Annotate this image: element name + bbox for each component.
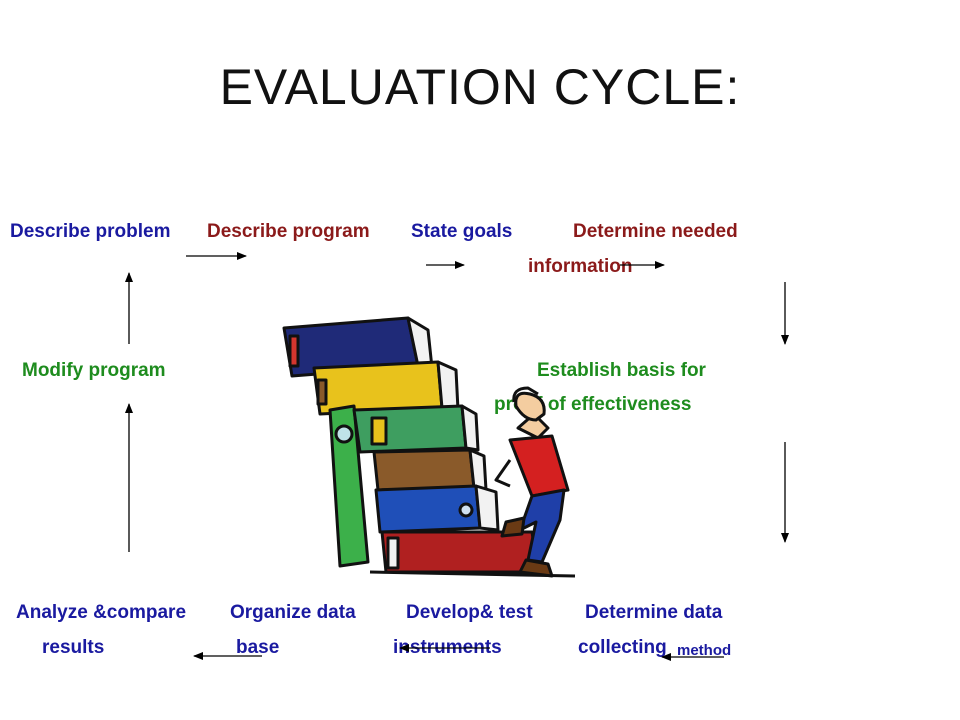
- step-analyze-compare-line2: results: [42, 637, 105, 658]
- step-organize-data: Organize data: [230, 602, 356, 623]
- step-analyze-compare: Analyze &compare: [16, 602, 187, 623]
- step-determine-data-line2: collecting: [578, 637, 667, 658]
- slide-title: EVALUATION CYCLE:: [219, 59, 741, 115]
- step-determine-needed: Determine needed: [573, 221, 738, 242]
- books-climber-illustration: [282, 316, 576, 578]
- step-describe-program: Describe program: [207, 221, 370, 242]
- step-determine-data-line3: method: [677, 642, 732, 659]
- step-state-goals: State goals: [411, 221, 513, 242]
- step-modify-program: Modify program: [22, 360, 166, 381]
- step-develop-test: Develop& test: [406, 602, 533, 623]
- step-organize-data-line2: base: [236, 637, 280, 658]
- step-establish-basis: Establish basis for: [537, 360, 706, 381]
- step-describe-problem: Describe problem: [10, 221, 171, 242]
- step-determine-needed-line2: information: [528, 256, 633, 277]
- step-determine-data: Determine data: [585, 602, 723, 623]
